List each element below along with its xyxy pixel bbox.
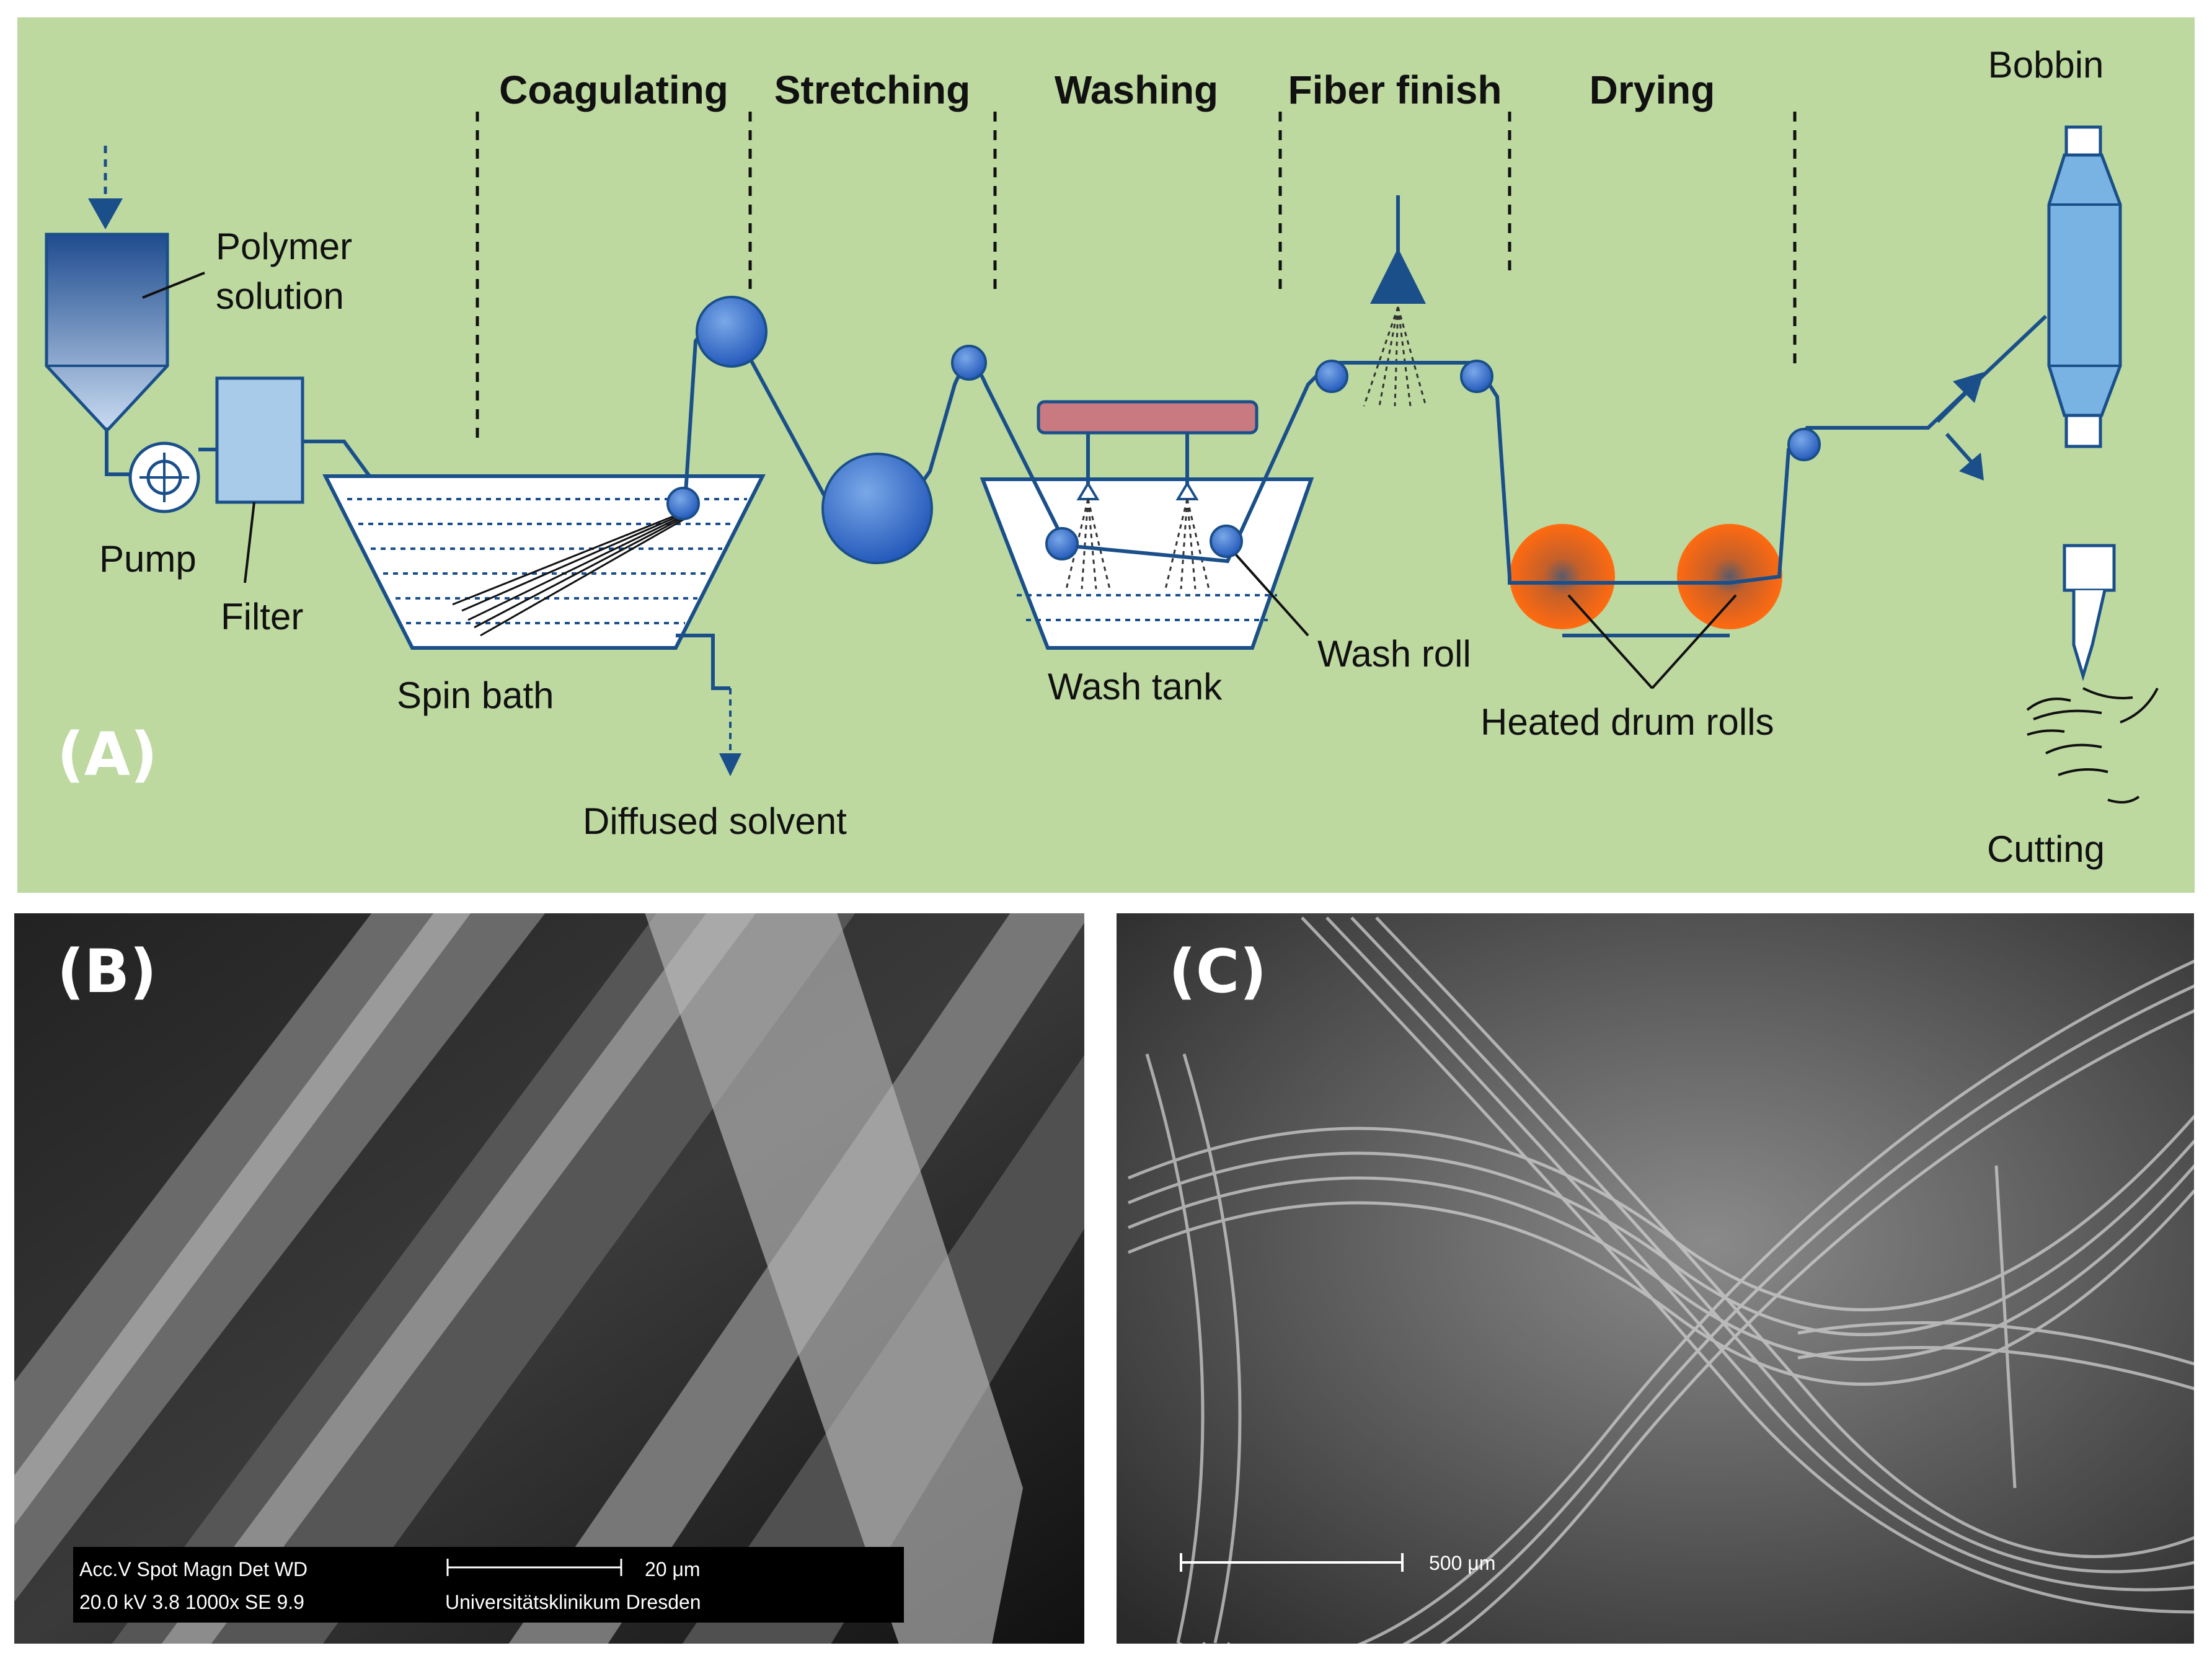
panel-c: 500 μm (C): [1115, 912, 2195, 1645]
sem-b-headers: Acc.V Spot Magn Det WD: [79, 1558, 307, 1580]
drum-leaders: [1567, 594, 1737, 689]
sem-b-scale-label: 20 μm: [645, 1558, 701, 1580]
wash-nozzles: [1065, 433, 1210, 590]
wash-tank-label: Wash tank: [1048, 666, 1223, 707]
panel-a: Coagulating Stretching Washing Fiber fin…: [17, 17, 2195, 893]
panel-b: Acc.V Spot Magn Det WD 20.0 kV 3.8 1000x…: [13, 912, 1086, 1645]
stage-fiber-finish: Fiber finish: [1288, 68, 1502, 112]
filter-label: Filter: [221, 596, 303, 637]
stage-separators: [476, 112, 1797, 440]
drain-arrow-icon: [719, 753, 741, 776]
heated-drum-rolls-label: Heated drum rolls: [1480, 701, 1774, 743]
bath-drain-line: [676, 634, 730, 690]
stage-washing: Washing: [1055, 68, 1218, 112]
spin-bath-label: Spin bath: [397, 675, 554, 716]
polymer-solution-label-1: Polymer: [216, 226, 352, 267]
polymer-solution-label-2: solution: [216, 275, 344, 317]
sem-c-scalebar: [1180, 1553, 1404, 1572]
sem-fibers-b: [14, 913, 1085, 1644]
polymer-leader: [142, 272, 205, 299]
wash-tank-icon: [980, 477, 1314, 650]
sem-fibers-c: [1128, 916, 2195, 1644]
bobbin-icon: [2047, 125, 2122, 448]
panel-a-background: [17, 17, 2195, 893]
stage-coagulating: Coagulating: [499, 68, 728, 112]
sem-databar-b: [73, 1547, 904, 1623]
sem-b-scalebar: [446, 1559, 622, 1576]
sem-c-scale-label: 500 μm: [1429, 1552, 1495, 1574]
finish-sprayer-icon: [1363, 195, 1427, 407]
diverter-arrow-icons: [1935, 372, 1984, 481]
panel-a-tag: (A): [57, 720, 157, 789]
wash-roll-label: Wash roll: [1317, 633, 1471, 675]
cut-fibers-icon: [2026, 687, 2159, 804]
wash-roll-leader: [1229, 547, 1309, 637]
stage-drying: Drying: [1590, 68, 1715, 112]
bobbin-label: Bobbin: [1988, 44, 2104, 86]
filter-leader: [244, 502, 255, 583]
cutter-icon: [2063, 544, 2116, 681]
diffused-solvent-label: Diffused solvent: [583, 800, 847, 842]
roller-icons: [666, 296, 1821, 564]
inlet-arrow-icon: [88, 146, 123, 229]
spinneret-jets: [452, 512, 686, 637]
sem-b-institution: Universitätsklinikum Dresden: [445, 1591, 701, 1613]
panel-c-tag: (C): [1169, 937, 1267, 1006]
cutting-label: Cutting: [1987, 828, 2105, 870]
heated-drum-icons: [1510, 524, 1782, 629]
heater-bar-icon: [1037, 400, 1259, 435]
pump-icon: [128, 441, 200, 513]
pump-label: Pump: [99, 538, 197, 580]
stage-stretching: Stretching: [774, 68, 970, 112]
panel-b-tag: (B): [57, 937, 157, 1006]
sem-b-values: 20.0 kV 3.8 1000x SE 9.9: [79, 1591, 304, 1613]
filter-icon: [215, 376, 304, 504]
feed-line: [105, 429, 130, 476]
